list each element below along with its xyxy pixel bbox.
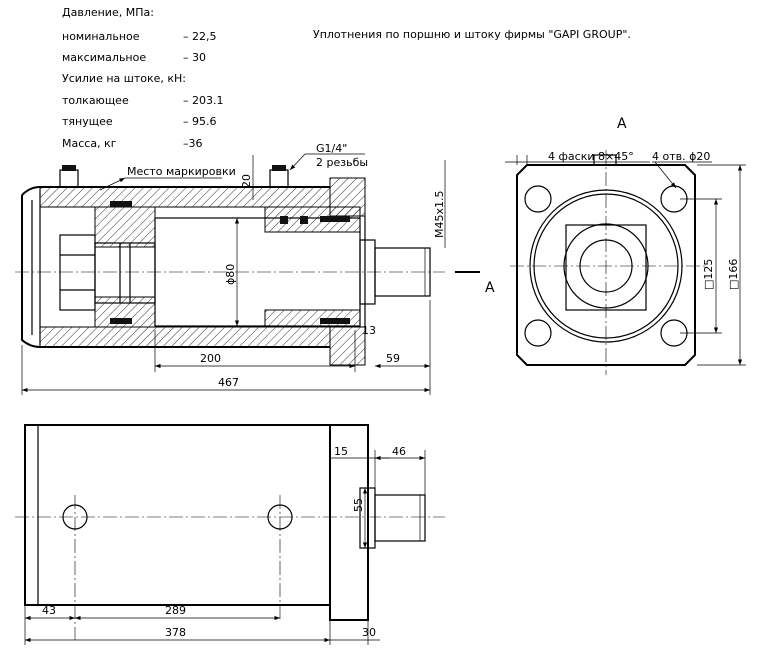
dim-55: 55 [352, 498, 365, 512]
specifications-block: Давление, МПа: номинальное – 22,5 максим… [62, 6, 224, 150]
dim-166: □166 [727, 259, 740, 290]
port-count-label: 2 резьбы [316, 156, 368, 169]
nominal-label: номинальное [62, 30, 140, 43]
side-view-title: A [617, 116, 627, 132]
dim-13: 13 [362, 324, 376, 337]
seal-note: Уплотнения по поршню и штоку фирмы "GAPI… [313, 28, 631, 41]
nominal-value: – 22,5 [183, 30, 217, 43]
max-label: максимальное [62, 51, 146, 64]
dim-125: □125 [702, 259, 715, 290]
dim-stroke: 200 [200, 352, 221, 365]
front-section-view: Место маркировки G1/4" 2 резьбы 20 ϕ80 M… [15, 142, 495, 395]
dim-30: 30 [362, 626, 376, 639]
bottom-view: 15 46 55 43 289 378 30 [15, 424, 445, 645]
dim-378: 378 [165, 626, 186, 639]
section-marker: A [485, 280, 495, 296]
mass-value: –36 [183, 137, 203, 150]
holes-label: 4 отв. ϕ20 [652, 150, 710, 163]
side-view-a: A 4 фаски 8×45° 4 отв. ϕ20 □125 □166 [505, 116, 746, 375]
dim-43: 43 [42, 604, 56, 617]
dim-rod: 59 [386, 352, 400, 365]
bore-diameter: ϕ80 [224, 264, 237, 285]
marking-location-label: Место маркировки [127, 165, 236, 178]
push-value: – 203.1 [183, 94, 224, 107]
dim-289: 289 [165, 604, 186, 617]
dim-port-height: 20 [240, 174, 253, 188]
pull-label: тянущее [62, 115, 113, 128]
max-value: – 30 [183, 51, 206, 64]
chamfer-label: 4 фаски 8×45° [548, 150, 634, 163]
rod-thread-label: M45x1.5 [433, 191, 446, 239]
push-label: толкающее [62, 94, 129, 107]
pressure-title: Давление, МПа: [62, 6, 154, 19]
dim-46: 46 [392, 445, 406, 458]
mass-label: Масса, кг [62, 137, 117, 150]
pull-value: – 95.6 [183, 115, 217, 128]
port-thread-label: G1/4" [316, 142, 347, 155]
force-title: Усилие на штоке, кН: [62, 72, 186, 85]
dim-total: 467 [218, 376, 239, 389]
dim-15: 15 [334, 445, 348, 458]
